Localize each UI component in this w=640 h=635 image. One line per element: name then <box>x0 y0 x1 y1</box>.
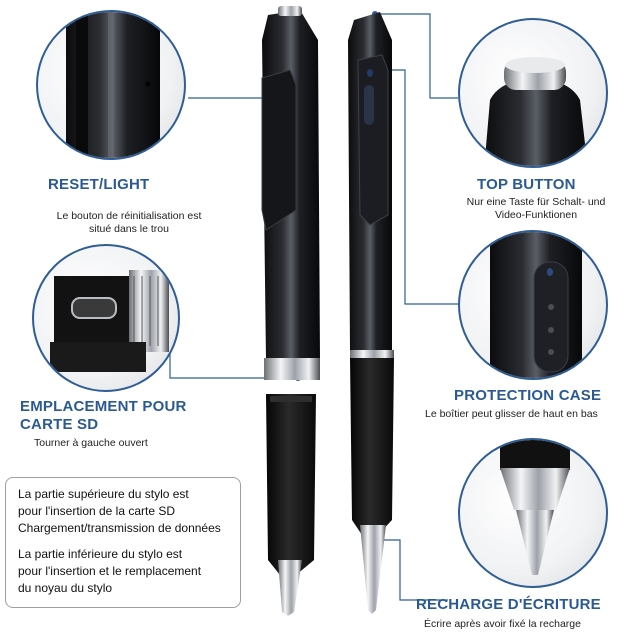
right-pen-lens <box>367 69 373 77</box>
sd-slot-closeup <box>32 244 180 392</box>
right-pen-ring <box>350 350 394 358</box>
pen-nib-icon <box>516 510 554 575</box>
left-pen-top-cap <box>278 6 302 16</box>
reset-light-title: RESET/LIGHT <box>48 176 150 193</box>
protection-case-desc: Le boîtier peut glisser de haut en bas <box>425 408 598 420</box>
info-lower-part: La partie inférieure du stylo est pour l… <box>18 547 202 595</box>
refill-closeup <box>458 438 608 588</box>
protection-case-closeup <box>458 230 608 380</box>
camera-lens-icon <box>547 268 553 276</box>
sd-slot-desc: Tourner à gauche ouvert <box>34 437 148 449</box>
protection-case-title: PROTECTION CASE <box>454 387 602 404</box>
top-button-connector <box>375 13 458 99</box>
left-pen-clip <box>261 69 297 231</box>
right-pen-tip <box>360 525 386 614</box>
info-box: La partie supérieure du stylo est pour l… <box>5 477 241 608</box>
refill-desc: Écrire après avoir fixé la recharge <box>424 618 581 630</box>
sd-slot-title: EMPLACEMENT POUR CARTE SD <box>20 398 187 433</box>
left-pen-tip <box>278 560 302 616</box>
left-pen-thread-ring <box>264 358 320 380</box>
top-button-closeup <box>458 18 608 168</box>
refill-title: RECHARGE D'ÉCRITURE <box>416 596 601 613</box>
reset-hole-icon <box>145 81 151 87</box>
left-pen-grip <box>266 394 316 575</box>
top-button-title: TOP BUTTON <box>477 176 576 193</box>
refill-connector <box>372 539 448 601</box>
right-pen-sliding-case <box>357 54 389 226</box>
reset-light-closeup <box>36 10 186 160</box>
right-pen-grip <box>350 358 394 535</box>
info-upper-part: La partie supérieure du stylo est pour l… <box>18 487 221 535</box>
reset-light-desc: Le bouton de réinitialisation est situé … <box>56 210 202 235</box>
usb-port-icon <box>71 297 117 319</box>
top-button-desc: Nur eine Taste für Schalt- und Video-Fun… <box>466 196 606 221</box>
